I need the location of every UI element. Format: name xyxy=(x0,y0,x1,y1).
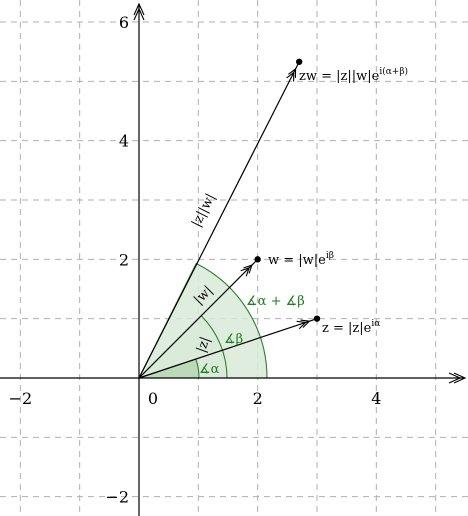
label-angle-beta: ∡β xyxy=(224,332,243,347)
vectors xyxy=(138,58,321,379)
vector-endpoint-w xyxy=(254,256,261,263)
vector-arrowhead-w xyxy=(240,266,251,277)
y-axis-arrow xyxy=(133,2,145,21)
vector-endpoint-zw xyxy=(295,58,303,65)
y-tick-label: −2 xyxy=(105,488,129,507)
vector-w xyxy=(138,258,259,379)
label-angle-alpha: ∡α xyxy=(199,362,220,377)
y-tick-label: 6 xyxy=(119,13,129,32)
vector-arrowhead-z xyxy=(300,319,311,328)
y-tick-label: 4 xyxy=(119,132,129,151)
label-zw: zw = |z||w|ei(α+β) xyxy=(299,66,408,84)
vector-endpoint-z xyxy=(313,315,321,322)
label-z: z = |z|eiα xyxy=(322,319,380,336)
label-angle-sum: ∡α + ∡β xyxy=(246,294,305,309)
x-tick-label: 4 xyxy=(371,389,381,408)
angle-sector-beta xyxy=(137,314,228,379)
x-axis-arrow xyxy=(448,372,467,384)
label-mod-z: |z| xyxy=(194,335,213,355)
vector-arrowhead-w xyxy=(243,264,253,274)
label-mod-zw: |z||w| xyxy=(189,191,218,229)
vector-zw xyxy=(138,61,300,379)
y-tick-label: 2 xyxy=(119,250,129,269)
x-tick-label: 2 xyxy=(253,389,263,408)
vector-arrowhead-z xyxy=(296,320,307,330)
vector-z xyxy=(138,318,318,379)
angle-sectors xyxy=(137,262,268,379)
x-tick-label: −2 xyxy=(9,389,33,408)
label-w: w = |w|eiβ xyxy=(268,251,334,268)
vector-arrowhead-zw xyxy=(288,67,297,78)
x-tick-label: 0 xyxy=(148,389,158,408)
tick-labels: −2 0 2 4 −2 2 4 6 xyxy=(9,13,382,507)
vector-arrowhead-zw xyxy=(286,71,295,82)
